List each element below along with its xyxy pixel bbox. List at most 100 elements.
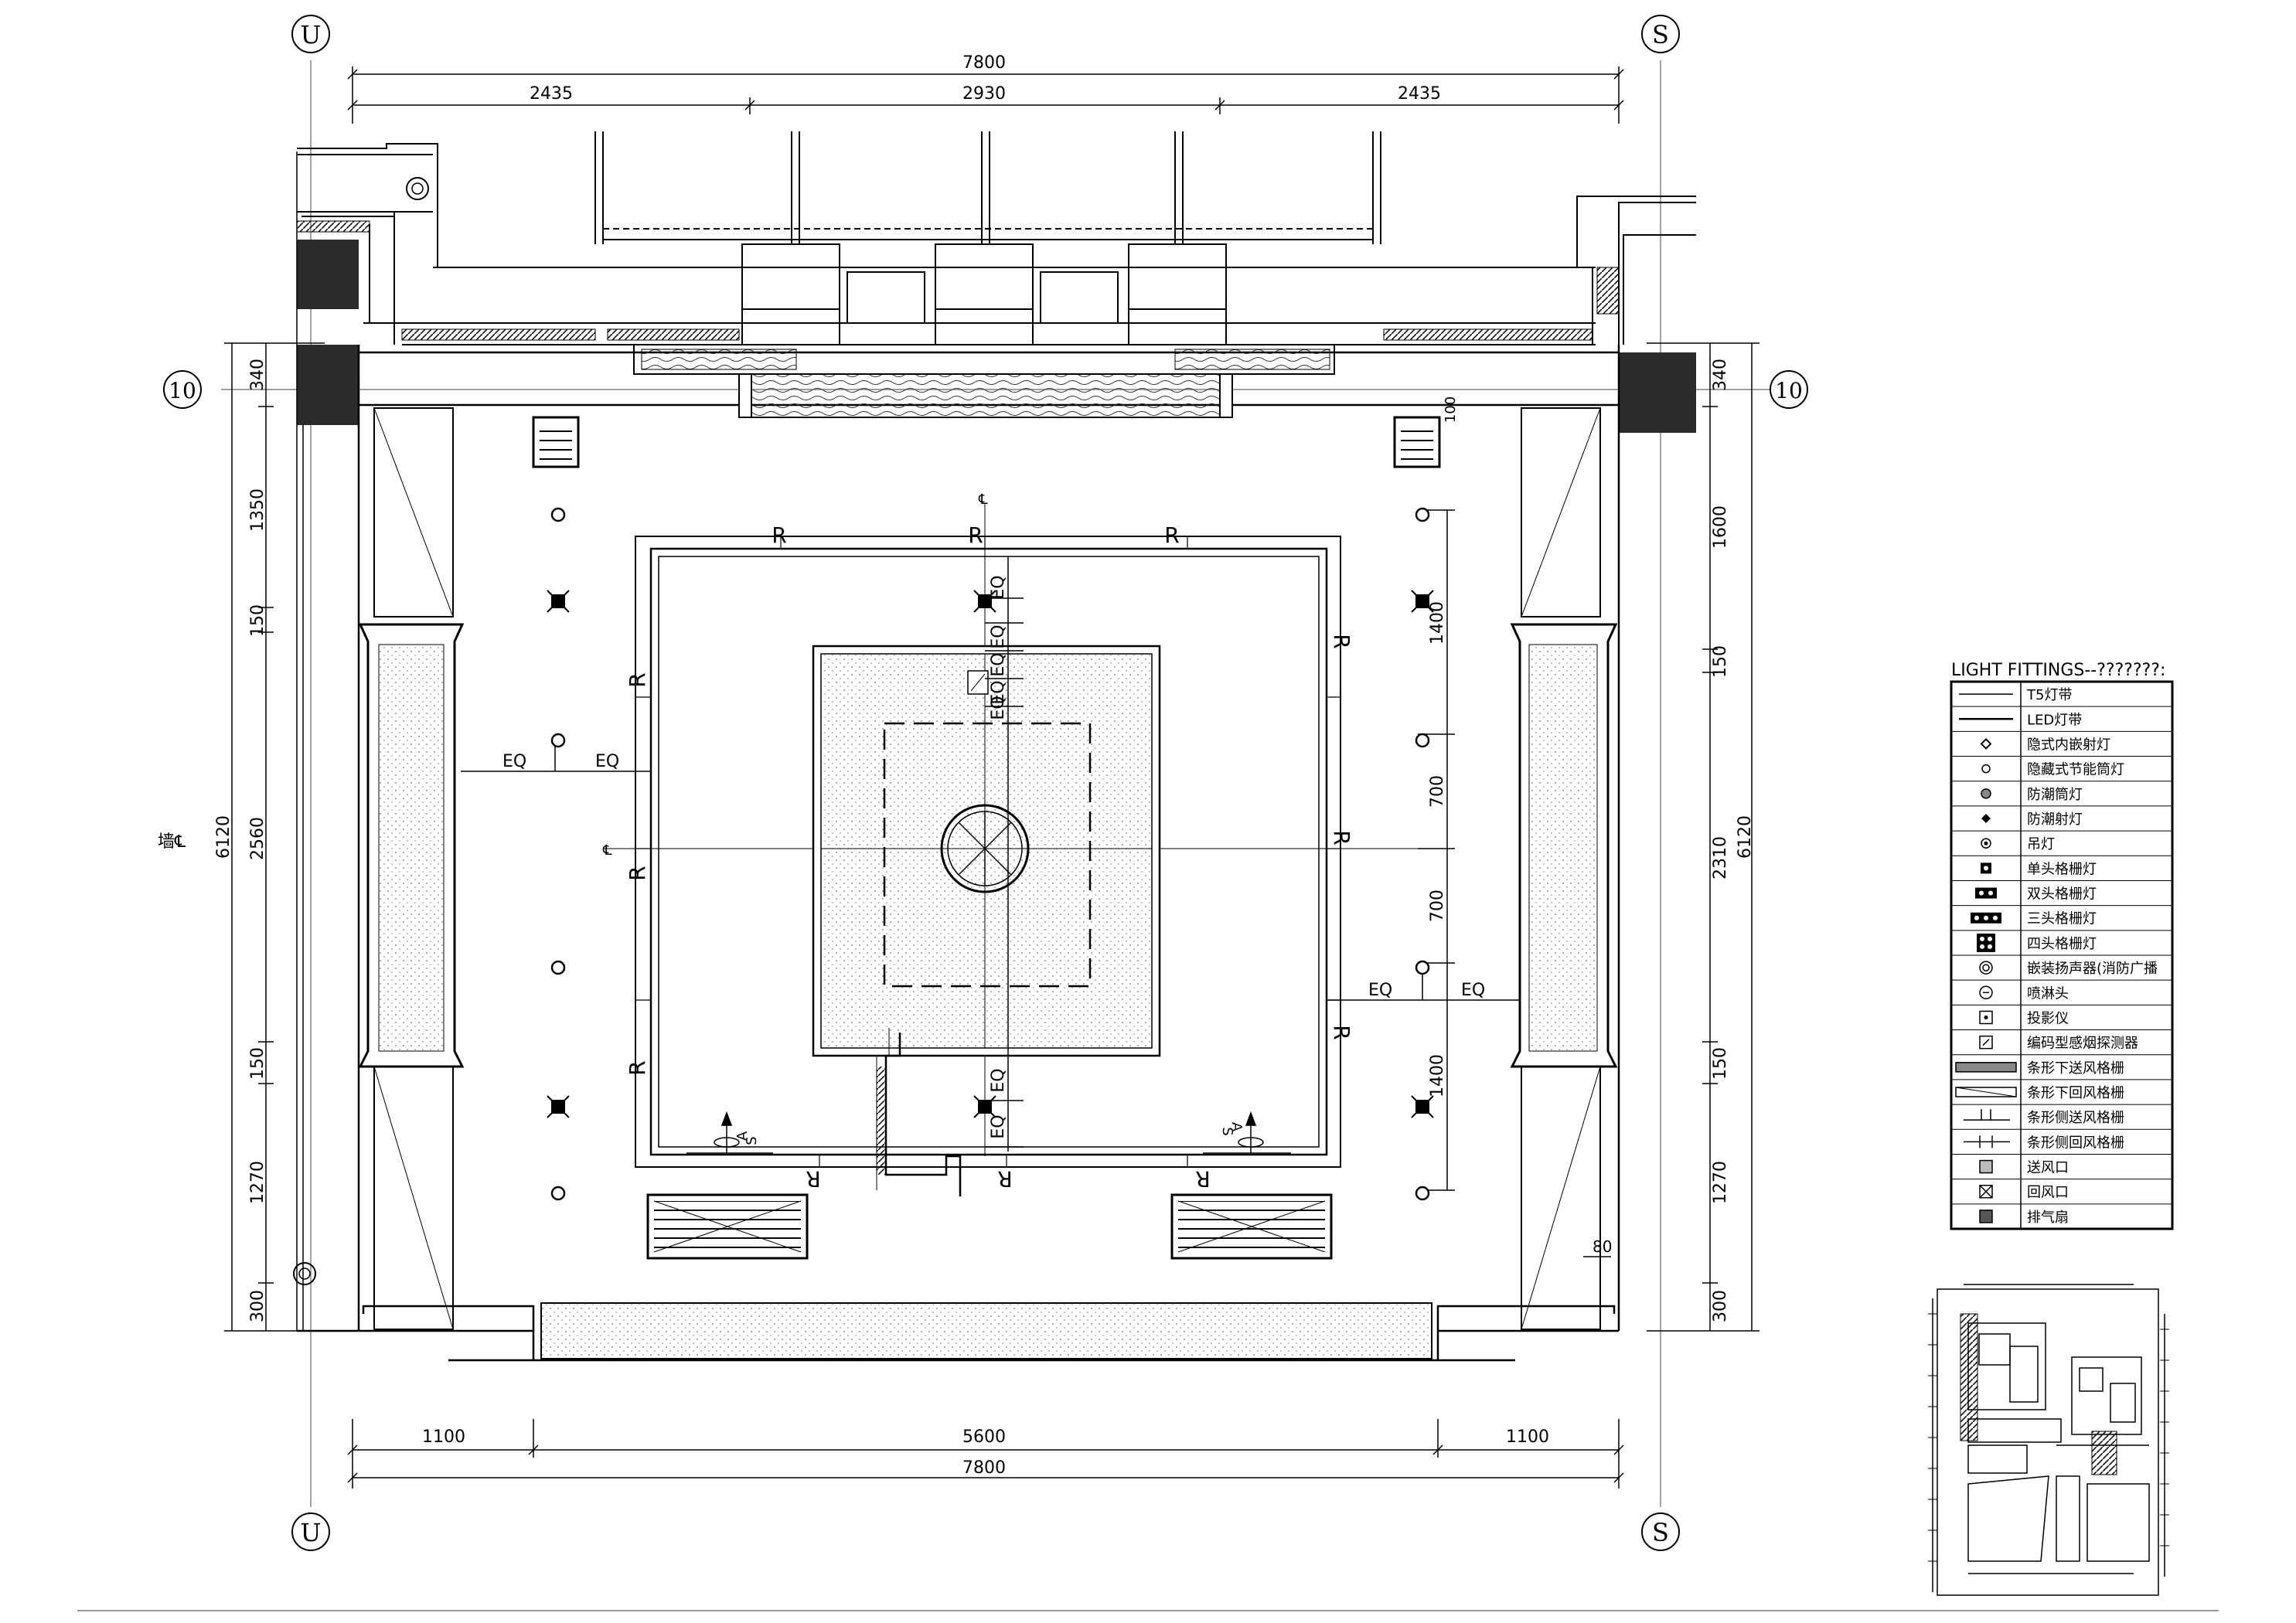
downlight-icon — [1415, 960, 1430, 975]
section-s-label: S — [1219, 1127, 1235, 1135]
eq-center-6: EQ — [989, 1068, 1008, 1092]
sill-hatch — [296, 220, 1620, 341]
dim-bottom-seg-1: 1100 — [422, 1427, 465, 1447]
grid-bubble-u-bottom: U — [291, 1512, 330, 1551]
recessed-spot-icon — [1980, 738, 1992, 750]
legend-item-label: 送风口 — [2027, 1160, 2069, 1176]
spotlight-icon — [1411, 1095, 1434, 1118]
dim-right-seg-4: 2310 — [1711, 836, 1730, 880]
downlight-icon — [550, 507, 566, 522]
legend-item-label: 隐藏式节能筒灯 — [2027, 762, 2124, 778]
eq-center-5: EQ — [989, 696, 1008, 720]
return-outlet-icon — [1979, 1184, 1993, 1199]
speaker-icon — [1979, 961, 1993, 975]
dim-small-80: 80 — [1593, 1237, 1612, 1256]
wall-centerline-label: 墙℄ — [158, 832, 186, 852]
left-dimensions — [224, 342, 325, 1332]
r-bottom-1: R — [806, 1166, 820, 1192]
bottom-dimensions — [347, 1419, 1624, 1489]
dim-right-seg-7: 300 — [1711, 1290, 1730, 1322]
r-markers — [635, 536, 1340, 1167]
downlight-icon — [1415, 1186, 1430, 1201]
legend-item-label: T5灯带 — [2026, 687, 2072, 703]
section-a-label: A — [734, 1131, 751, 1141]
dim-right-seg-3: 150 — [1711, 645, 1730, 678]
pilaster-left — [358, 407, 465, 1330]
r-top-2: R — [968, 522, 983, 548]
dim-left-seg-1: 340 — [248, 359, 267, 391]
legend-item-label: 单头格栅灯 — [2027, 861, 2097, 877]
dim-top-seg-2: 2930 — [962, 84, 1006, 104]
downlight-icon — [550, 733, 566, 748]
structural-columns — [297, 240, 1696, 433]
spotlight-icon — [973, 1095, 996, 1118]
bottom-curtain-strip — [540, 1302, 1432, 1359]
recessed-downlight-icon — [1981, 764, 1991, 774]
single-grille-icon — [1981, 863, 1991, 874]
spotlight-icon — [1411, 590, 1434, 613]
downlight-icon — [1415, 733, 1430, 748]
legend-item-label: 条形下送风格栅 — [2027, 1060, 2124, 1077]
dim-top-total: 7800 — [962, 53, 1006, 73]
r-left-2: R — [625, 866, 650, 880]
pilaster-right — [1510, 407, 1618, 1330]
exhaust-icon — [1979, 1210, 1993, 1223]
legend-item-label: 排气扇 — [2027, 1210, 2069, 1226]
legend-item-label: 条形下回风格栅 — [2027, 1085, 2124, 1101]
grid-bubble-10-left: 10 — [163, 370, 202, 409]
grid-bubble-10-right: 10 — [1770, 370, 1808, 409]
legend-item-label: 三头格栅灯 — [2027, 911, 2097, 927]
dim-small-100: 100 — [1443, 396, 1459, 423]
eq-left-1: EQ — [502, 752, 526, 771]
legend-item-label: 吊灯 — [2027, 836, 2055, 852]
key-plan — [1932, 1284, 2165, 1596]
damp-downlight-icon — [1981, 788, 1991, 799]
dim-right-seg-6: 1270 — [1711, 1161, 1730, 1204]
side-return-icon — [1964, 1135, 2010, 1148]
quad-grille-icon — [1977, 933, 1995, 952]
right-dimensions — [1647, 342, 1759, 1332]
linear-supply-icon — [1955, 1062, 2017, 1073]
spotlights — [547, 590, 1434, 1118]
dim-left-seg-4: 2560 — [248, 817, 267, 860]
ceiling-outer-frame — [635, 536, 1341, 1168]
downlight-icon — [550, 1186, 566, 1201]
centerline-mark-left: ℄ — [602, 842, 612, 859]
legend-item-label: 四头格栅灯 — [2027, 936, 2097, 952]
central-ceiling-panel — [812, 645, 1161, 1057]
legend-item-label: 隐式内嵌射灯 — [2027, 737, 2110, 753]
svg-text:U: U — [301, 1518, 322, 1547]
fixture-circle-top-left — [406, 177, 429, 200]
legend: LIGHT FITTINGS--???????: T5灯带LED灯带隐式内嵌射灯… — [1950, 661, 2174, 1230]
downlights — [550, 507, 1430, 1201]
key-plan-hatch-left — [1960, 1313, 1978, 1441]
eq-dimension-lines — [461, 556, 1520, 1152]
r-top-1: R — [772, 522, 786, 548]
key-plan-highlight — [2091, 1431, 2117, 1475]
eq-center-2: EQ — [989, 624, 1008, 648]
supply-outlet-icon — [1979, 1159, 1993, 1174]
legend-item-label: 编码型感烟探测器 — [2027, 1036, 2138, 1052]
exterior-facade-top — [297, 131, 1696, 345]
dim-bottom-seg-3: 1100 — [1506, 1427, 1549, 1447]
r-bottom-3: R — [1195, 1166, 1210, 1192]
svg-text:S: S — [1652, 1518, 1669, 1547]
double-grille-icon — [1975, 887, 1997, 899]
r-left-3: R — [625, 1060, 650, 1075]
section-s-sheet: A — [1228, 1122, 1245, 1132]
grid-bubble-s-bottom: S — [1641, 1512, 1680, 1551]
legend-item-label: 投影仪 — [2027, 1010, 2069, 1026]
step-hatch — [877, 1067, 886, 1175]
section-marker-left — [686, 1111, 773, 1154]
air-grille-top-right — [1393, 416, 1441, 468]
eq-right-1: EQ — [1368, 981, 1392, 1000]
section-a-sheet: S — [744, 1136, 760, 1145]
grid-bubble-s-top: S — [1641, 15, 1680, 53]
svg-text:10: 10 — [1775, 378, 1803, 403]
dim-top-seg-1: 2435 — [530, 84, 573, 104]
curtain-box-top — [633, 344, 1335, 418]
eq-center-7: EQ — [989, 1114, 1008, 1138]
pendant-icon — [1981, 838, 1991, 849]
r-right-1: R — [1329, 634, 1354, 648]
